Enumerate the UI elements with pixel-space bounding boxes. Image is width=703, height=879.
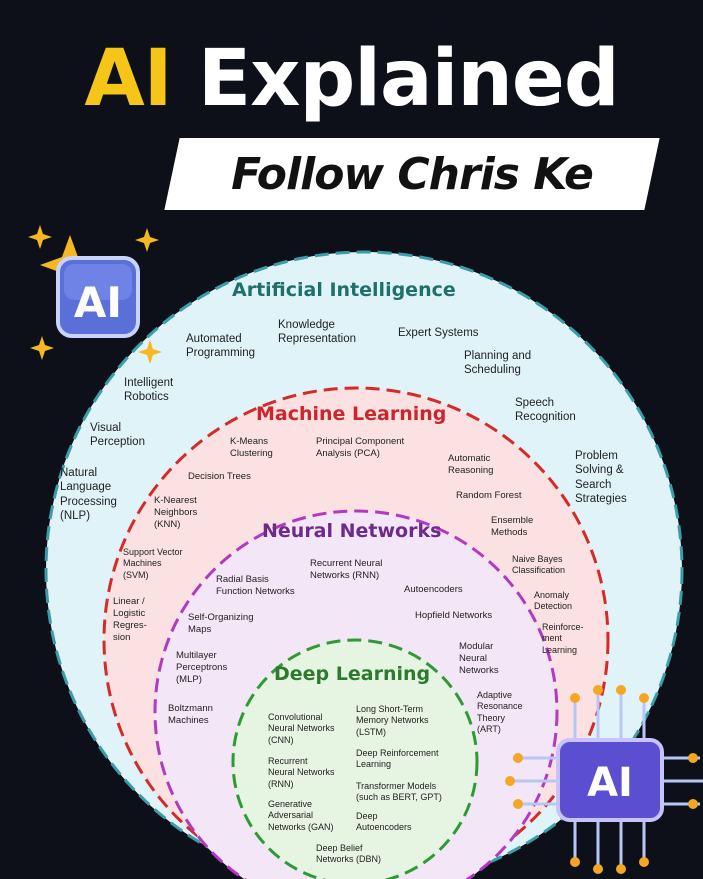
dl-item: Transformer Models (such as BERT, GPT) <box>356 781 442 803</box>
nn-item: Radial Basis Function Networks <box>216 574 295 597</box>
ml-item: Reinforce- ment Learning <box>542 622 584 655</box>
ai-ring-title: Artificial Intelligence <box>232 279 456 301</box>
nn-item: Modular Neural Networks <box>459 641 499 676</box>
ml-item: Decision Trees <box>188 471 251 482</box>
ml-item: K-Means Clustering <box>230 436 273 459</box>
page-title: AI Explained <box>0 40 703 118</box>
ml-ring-title: Machine Learning <box>256 403 447 425</box>
ai-chip-label: AI <box>587 760 633 806</box>
nn-ring-title: Neural Networks <box>262 520 442 542</box>
ai-item: Speech Recognition <box>515 397 576 424</box>
ml-item: Automatic Reasoning <box>448 453 494 476</box>
dl-item: Deep Autoencoders <box>356 811 412 833</box>
ai-item: Visual Perception <box>90 422 145 449</box>
ai-item: Intelligent Robotics <box>124 377 174 404</box>
dl-item: Generative Adversarial Networks (GAN) <box>268 799 334 832</box>
nn-item: Adaptive Resonance Theory (ART) <box>477 690 523 734</box>
ml-item: Anomaly Detection <box>534 590 573 612</box>
dl-item: Recurrent Neural Networks (RNN) <box>268 756 335 789</box>
dl-ring-title: Deep Learning <box>274 663 431 685</box>
nn-item: Autoencoders <box>404 584 463 595</box>
dl-item: Deep Reinforcement Learning <box>356 748 439 770</box>
ml-item: Linear / Logistic Regres- sion <box>113 596 147 643</box>
ai-item: Problem Solving & Search Strategies <box>575 450 627 506</box>
ml-item: Ensemble Methods <box>491 515 534 538</box>
subtitle-text: Follow Chris Ke <box>231 148 594 200</box>
dl-ring <box>231 638 479 879</box>
nn-item: Boltzmann Machines <box>168 703 213 726</box>
ai-item: Automated Programming <box>186 333 256 360</box>
ml-item: K-Nearest Neighbors (KNN) <box>154 495 198 530</box>
dl-item: Convolutional Neural Networks (CNN) <box>268 712 335 745</box>
nn-item: Recurrent Neural Networks (RNN) <box>310 558 383 581</box>
ai-item: Planning and Scheduling <box>464 350 532 377</box>
title-accent: AI <box>84 34 172 124</box>
ai-badge-icon <box>56 256 140 338</box>
dl-item: Deep Belief Networks (DBN) <box>316 843 382 865</box>
dl-item: Long Short-Term Memory Networks (LSTM) <box>356 704 429 737</box>
nn-item: Hopfield Networks <box>415 610 493 621</box>
ml-item: Principal Component Analysis (PCA) <box>316 436 405 459</box>
ml-item: Naive Bayes Classification <box>512 554 566 576</box>
ai-badge-label: AI <box>74 278 122 327</box>
ml-item: Random Forest <box>456 490 522 501</box>
ai-item: Knowledge Representation <box>278 319 356 346</box>
ai-item: Expert Systems <box>398 327 479 339</box>
ml-item: Support Vector Machines (SVM) <box>123 547 183 580</box>
ai-chip-icon <box>505 685 703 874</box>
nn-item: Multilayer Perceptrons (MLP) <box>176 650 228 685</box>
nn-item: Self-Organizing Maps <box>188 612 254 635</box>
ai-item: Natural Language Processing (NLP) <box>60 467 117 523</box>
title-rest: Explained <box>197 34 620 124</box>
